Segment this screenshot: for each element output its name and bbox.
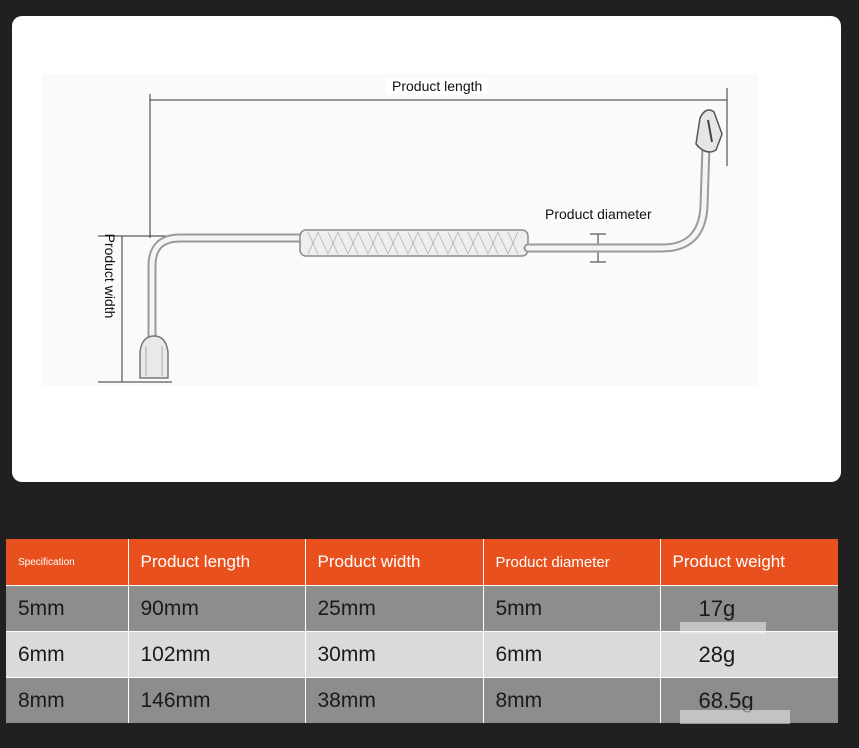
header-product-diameter: Product diameter xyxy=(483,539,661,586)
cell-spec: 6mm xyxy=(6,631,129,678)
header-product-weight: Product weight xyxy=(660,539,838,586)
header-specification: Specification xyxy=(6,539,129,586)
header-product-width: Product width xyxy=(305,539,484,586)
l-shaped-socket-wrench-icon xyxy=(42,74,758,386)
cell-weight: 17g xyxy=(660,585,838,632)
header-product-length: Product length xyxy=(128,539,306,586)
table-header-row: Specification Product length Product wid… xyxy=(6,539,838,586)
cell-length: 90mm xyxy=(128,585,306,632)
cell-width: 38mm xyxy=(305,677,484,723)
cell-diameter: 5mm xyxy=(483,585,661,632)
smudge-mark xyxy=(680,710,790,724)
cell-width: 30mm xyxy=(305,631,484,678)
cell-spec: 8mm xyxy=(6,677,129,723)
cell-weight: 28g xyxy=(660,631,838,678)
table-row: 5mm 90mm 25mm 5mm 17g xyxy=(6,585,838,632)
cell-diameter: 6mm xyxy=(483,631,661,678)
product-length-label: Product length xyxy=(386,78,489,94)
cell-width: 25mm xyxy=(305,585,484,632)
table-row: 8mm 146mm 38mm 8mm 68.5g xyxy=(6,677,838,723)
product-width-label-text: Product width xyxy=(102,233,118,319)
cell-diameter: 8mm xyxy=(483,677,661,723)
cell-length: 102mm xyxy=(128,631,306,678)
table-row: 6mm 102mm 30mm 6mm 28g xyxy=(6,631,838,678)
smudge-mark xyxy=(680,622,766,634)
cell-spec: 5mm xyxy=(6,585,129,632)
product-diameter-label: Product diameter xyxy=(545,206,652,222)
spec-table: Specification Product length Product wid… xyxy=(6,539,838,723)
product-diagram-panel: Product length Product diameter Product … xyxy=(12,16,841,482)
cell-length: 146mm xyxy=(128,677,306,723)
